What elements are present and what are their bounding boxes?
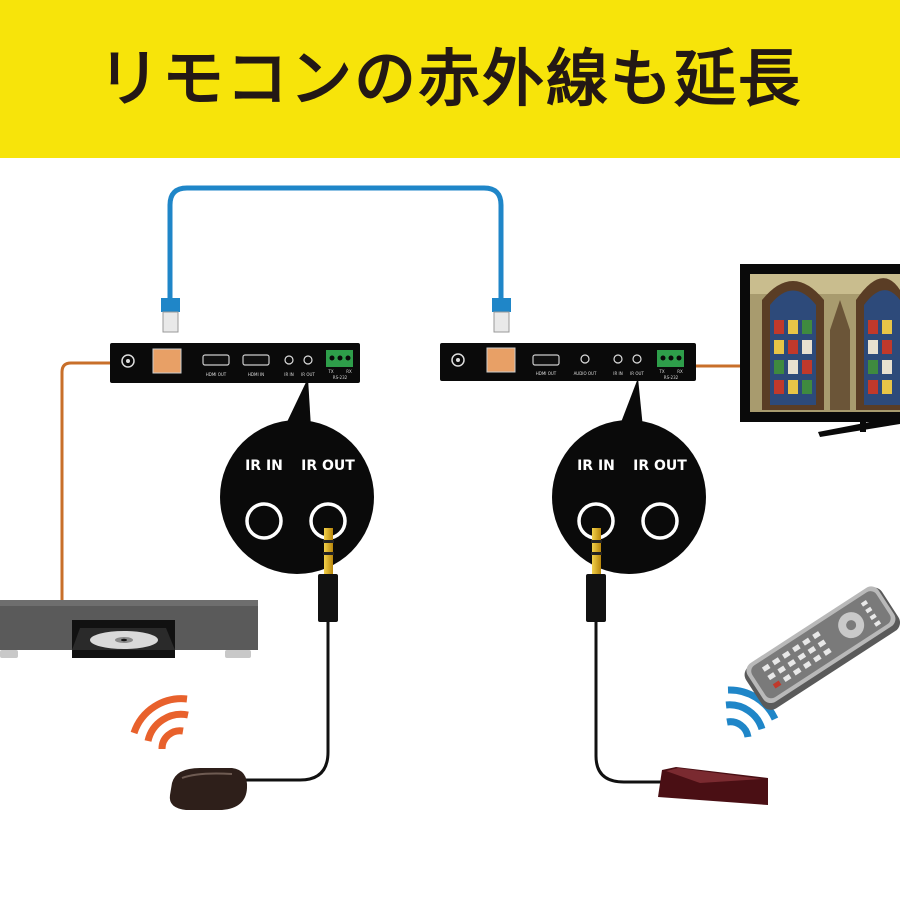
tx-callout-ir-in-label: IR IN (245, 458, 283, 474)
rx-label-rs232: RS-232 (664, 375, 679, 380)
receiver-unit: HDMI OUT AUDIO OUT IR IN IR OUT TX RX RS… (440, 343, 696, 381)
ir-receiver-plug (586, 528, 606, 622)
remote-control-icon (744, 586, 900, 710)
tx-label-tx: TX (327, 369, 333, 374)
tx-label-ir-in: IR IN (284, 372, 293, 377)
tx-label-ir-out: IR OUT (301, 372, 315, 377)
ir-waves-left (130, 695, 189, 750)
rx-label-tx: TX (658, 369, 664, 374)
ir-emitter-icon (169, 768, 248, 810)
dvd-player-icon (0, 600, 258, 658)
tv-screen-image (762, 278, 900, 410)
title-banner: リモコンの赤外線も延長 (0, 0, 900, 158)
ir-receiver-icon (658, 767, 768, 805)
rx-label-ir-out: IR OUT (630, 371, 644, 376)
rx-callout-ir-in-label: IR IN (577, 458, 615, 474)
transmitter-ir-callout: IR IN IR OUT (220, 378, 374, 574)
lan-cable (167, 185, 504, 305)
tx-label-rx: RX (346, 369, 352, 374)
ir-receiver-cable (594, 622, 662, 784)
ir-emitter-plug (318, 528, 338, 622)
transmitter-unit: HDMI OUT HDMI IN IR IN IR OUT TX RX RS-2… (110, 343, 360, 383)
tx-label-hdmi-in: HDMI IN (248, 372, 264, 377)
tx-label-hdmi-out: HDMI OUT (206, 372, 227, 377)
page-title: リモコンの赤外線も延長 (97, 42, 802, 115)
tx-callout-ir-out-label: IR OUT (301, 458, 355, 474)
tx-label-rs232: RS-232 (333, 375, 348, 380)
hdmi-cable-source (60, 361, 110, 602)
rx-label-ir-in: IR IN (613, 371, 622, 376)
receiver-ir-callout: IR IN IR OUT (552, 378, 706, 574)
rx-label-audio-out: AUDIO OUT (574, 371, 597, 376)
ir-waves-right (725, 686, 779, 738)
rx-label-hdmi-out: HDMI OUT (536, 371, 557, 376)
tv-icon (740, 264, 900, 437)
ir-emitter-cable (245, 622, 330, 782)
rx-label-rx: RX (677, 369, 683, 374)
lan-connector-icon (161, 298, 511, 333)
rx-callout-ir-out-label: IR OUT (633, 458, 687, 474)
